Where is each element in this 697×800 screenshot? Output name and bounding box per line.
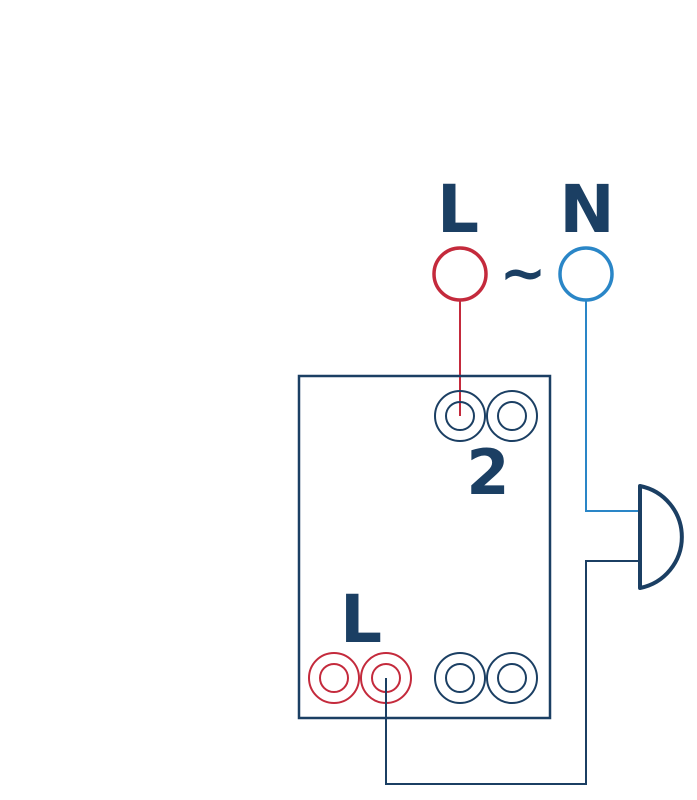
bell-return-wire [385,560,640,785]
terminal-2-label: 2 [466,436,509,509]
bottom-live-terminal-pair [308,652,412,704]
supply-neutral-terminal [558,246,614,302]
supply-tilde: ~ [500,241,547,306]
top-terminal-right-outer [486,390,538,442]
supply-neutral-label: N [559,171,614,248]
neutral-wire [585,300,640,512]
top-terminal-pair [434,390,538,442]
bell-icon [638,484,684,590]
bottom-live-terminal-left-inner [319,663,349,693]
bottom-live-terminal-left-outer [308,652,360,704]
module-box [297,374,552,720]
bottom-right-terminal-left-inner [445,663,475,693]
bottom-right-terminal-pair [434,652,538,704]
top-terminal-left-outer [434,390,486,442]
bottom-right-terminal-right-inner [497,663,527,693]
supply-live-label: L [437,171,479,248]
supply-live-terminal [432,246,488,302]
bottom-right-terminal-right-outer [486,652,538,704]
top-terminal-right-inner [497,401,527,431]
module-live-label: L [340,581,382,658]
bottom-right-terminal-left-outer [434,652,486,704]
top-terminal-left-inner [445,401,475,431]
